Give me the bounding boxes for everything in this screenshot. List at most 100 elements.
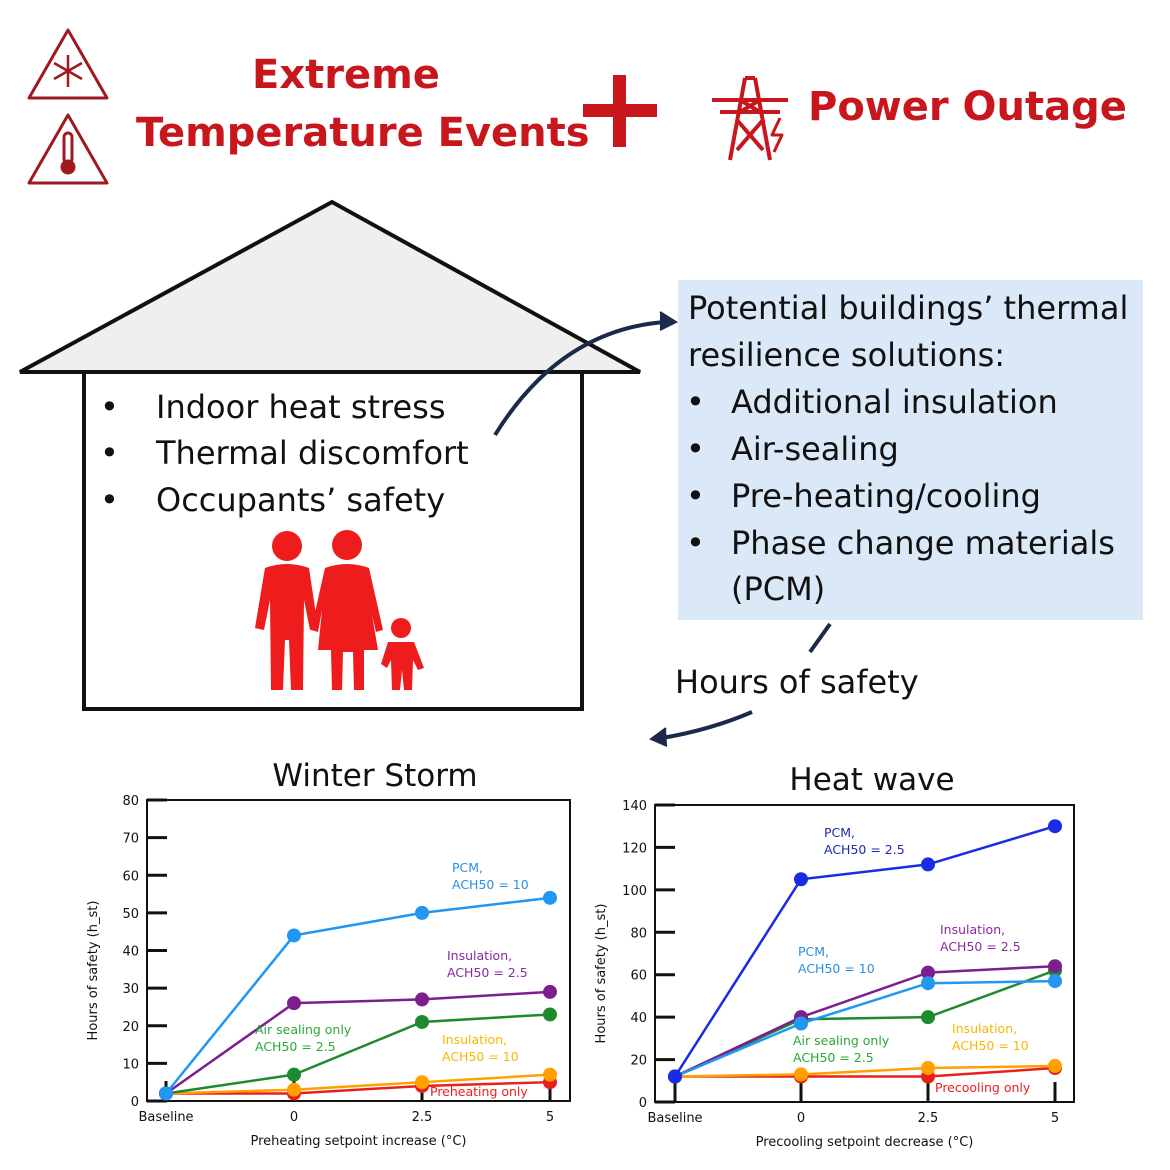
plot-frame xyxy=(654,804,1075,1103)
hours-of-safety-label: Hours of safety xyxy=(675,663,919,701)
data-point xyxy=(921,976,935,991)
data-point xyxy=(1048,819,1062,834)
series-label: ACH50 = 2.5 xyxy=(940,939,1021,954)
title-line-2: Temperature Events xyxy=(136,110,590,156)
series-label: Insulation, xyxy=(447,948,512,963)
series-line xyxy=(674,964,1056,1078)
y-tick-label: 80 xyxy=(122,794,139,809)
solutions-box xyxy=(678,280,1143,620)
bullet: • xyxy=(100,388,119,426)
data-point xyxy=(668,1069,682,1084)
title-line-1: Extreme xyxy=(252,52,440,98)
y-tick-label: 20 xyxy=(122,1020,139,1035)
arrow-to-solutions xyxy=(493,311,679,437)
series-label: ACH50 = 10 xyxy=(452,877,529,892)
chart-title: Heat wave xyxy=(789,762,954,798)
bullet: • xyxy=(686,477,705,515)
x-tick-label: 0 xyxy=(797,1111,805,1126)
y-tick-label: 140 xyxy=(622,799,647,814)
x-tick-label: Baseline xyxy=(647,1111,702,1126)
bullet: • xyxy=(686,383,705,421)
y-tick-label: 20 xyxy=(630,1054,647,1069)
power-tower-icon xyxy=(712,76,788,161)
data-point xyxy=(921,1061,935,1076)
data-point xyxy=(287,1067,301,1082)
bullet: • xyxy=(686,524,705,562)
bullet: • xyxy=(100,481,119,519)
y-tick-label: 10 xyxy=(122,1057,139,1072)
series-line xyxy=(165,990,551,1095)
solution-item-cont: (PCM) xyxy=(731,570,826,608)
series-line xyxy=(165,1013,551,1095)
y-tick-label: 40 xyxy=(122,945,139,960)
series-label: Air sealing only xyxy=(255,1022,352,1037)
y-axis-label: Hours of safety (h_st) xyxy=(86,901,101,1041)
x-axis-label: Precooling setpoint decrease (°C) xyxy=(756,1135,974,1150)
series-line xyxy=(674,1064,1056,1078)
data-point xyxy=(543,984,557,999)
x-tick-label: 0 xyxy=(290,1110,298,1125)
impact-item: Thermal discomfort xyxy=(156,434,469,472)
data-point xyxy=(287,1082,301,1097)
solutions-heading-2: resilience solutions: xyxy=(688,336,1006,374)
series-line xyxy=(165,1073,551,1095)
y-tick-label: 30 xyxy=(122,982,139,997)
y-tick-label: 40 xyxy=(630,1011,647,1026)
series-label: ACH50 = 2.5 xyxy=(447,965,528,980)
series-label: Precooling only xyxy=(935,1080,1031,1095)
series-label: PCM, xyxy=(798,944,829,959)
bullet: • xyxy=(686,430,705,468)
series-label: Insulation, xyxy=(940,922,1005,937)
solution-item: Phase change materials xyxy=(731,524,1115,562)
data-point xyxy=(794,1067,808,1082)
solution-item: Air-sealing xyxy=(731,430,899,468)
y-tick-label: 70 xyxy=(122,832,139,847)
series-label: ACH50 = 10 xyxy=(442,1049,519,1064)
solution-item: Pre-heating/cooling xyxy=(731,477,1041,515)
y-tick-label: 0 xyxy=(131,1095,139,1110)
data-point xyxy=(794,872,808,887)
series-label: PCM, xyxy=(452,860,483,875)
series-line xyxy=(673,825,1056,1078)
series-label: ACH50 = 10 xyxy=(952,1038,1029,1053)
data-point xyxy=(415,1075,429,1090)
x-tick-label: 5 xyxy=(546,1110,554,1125)
x-tick-label: 2.5 xyxy=(412,1110,433,1125)
series-label: ACH50 = 2.5 xyxy=(824,842,905,857)
series-label: Insulation, xyxy=(952,1021,1017,1036)
series-label: ACH50 = 10 xyxy=(798,961,875,976)
bullet: • xyxy=(100,434,119,472)
chart-title: Winter Storm xyxy=(272,758,477,794)
series-line xyxy=(674,979,1056,1078)
x-tick-label: Baseline xyxy=(138,1110,193,1125)
data-point xyxy=(287,928,301,943)
data-point xyxy=(794,1016,808,1031)
data-point xyxy=(543,1007,557,1022)
series-label: Air sealing only xyxy=(793,1033,890,1048)
snowflake-warning-icon xyxy=(27,28,109,100)
series-label: ACH50 = 2.5 xyxy=(793,1050,874,1065)
y-tick-label: 80 xyxy=(630,926,647,941)
series-label: Preheating only xyxy=(430,1084,528,1099)
data-point xyxy=(1048,1058,1062,1073)
series-line xyxy=(166,1080,551,1095)
impact-item: Indoor heat stress xyxy=(156,388,446,426)
series-line xyxy=(165,896,551,1095)
data-point xyxy=(415,905,429,920)
data-point xyxy=(1048,974,1062,989)
x-axis-label: Preheating setpoint increase (°C) xyxy=(250,1134,466,1149)
y-axis-label: Hours of safety (h_st) xyxy=(594,904,609,1044)
y-tick-label: 50 xyxy=(122,907,139,922)
solutions-heading-1: Potential buildings’ thermal xyxy=(688,289,1129,327)
data-point xyxy=(1048,959,1062,974)
data-point xyxy=(921,965,935,980)
family-icon xyxy=(255,530,424,690)
data-point xyxy=(415,1014,429,1029)
solution-item: Additional insulation xyxy=(731,383,1058,421)
data-point xyxy=(543,1067,557,1082)
y-tick-label: 100 xyxy=(622,884,647,899)
y-tick-label: 120 xyxy=(622,841,647,856)
